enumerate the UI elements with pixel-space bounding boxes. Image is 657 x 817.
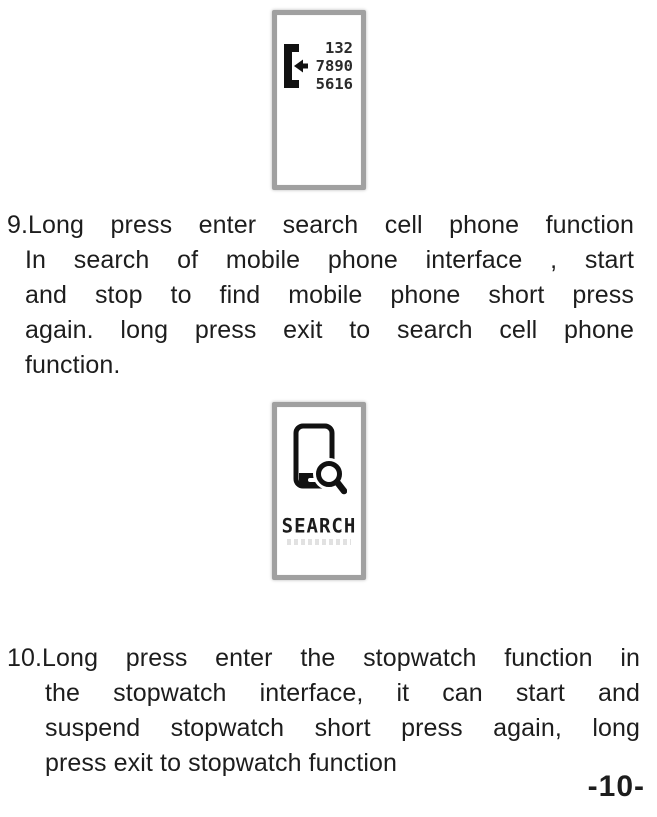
instruction-10: 10.Long press enter the stopwatch functi…: [7, 641, 640, 781]
instruction-9-line: In search of mobile phone interface , st…: [25, 246, 634, 274]
call-number-line: 5616: [315, 75, 353, 93]
instruction-10-line: 10.Long press enter the stopwatch functi…: [7, 644, 640, 672]
instruction-10-line: the stopwatch interface, it can start an…: [45, 679, 640, 707]
instruction-9-line: and stop to find mobile phone short pres…: [25, 281, 634, 309]
search-label-ghost-decoration: [287, 539, 351, 545]
instruction-10-line: suspend stopwatch short press again, lon…: [45, 714, 640, 742]
call-number-line: 7890: [315, 57, 353, 75]
incoming-call-icon: [283, 43, 309, 89]
phone-search-icon: [291, 423, 347, 501]
search-screen-label: SEARCH: [281, 514, 357, 538]
instruction-9-line: function.: [25, 351, 121, 379]
page-number: -10-: [587, 770, 645, 803]
instruction-10-line: press exit to stopwatch function: [45, 749, 397, 777]
search-screen-content: SEARCH: [277, 407, 361, 545]
call-number-line: 132: [325, 39, 353, 57]
instruction-9-line: again. long press exit to search cell ph…: [25, 316, 634, 344]
device-screen-search: SEARCH: [272, 402, 366, 580]
instruction-9: 9.Long press enter search cell phone fun…: [7, 208, 634, 383]
instruction-9-line: 9.Long press enter search cell phone fun…: [7, 211, 634, 239]
